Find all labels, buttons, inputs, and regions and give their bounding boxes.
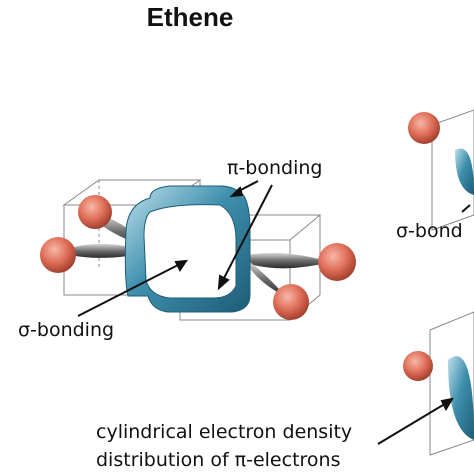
hydrogen-atoms: [40, 195, 356, 320]
sigma-arrow: [77, 263, 181, 317]
sigma-bonding-label: σ-bonding: [18, 319, 115, 341]
pi-arrow-2: [221, 184, 273, 283]
sigma-bond-label: σ-bond: [396, 220, 463, 242]
caption-line-1: cylindrical electron density: [96, 421, 353, 443]
figure-title: Ethene: [146, 2, 234, 32]
annotation-arrows: [77, 180, 455, 445]
bottom-right-cropped-molecule: [403, 311, 474, 456]
figure-caption: cylindrical electron density distributio…: [96, 418, 352, 474]
right-cropped-molecule: [408, 109, 474, 231]
pi-orbital: [124, 185, 251, 313]
caption-line-2: distribution of π-electrons: [96, 449, 341, 471]
caption-arrow: [377, 401, 449, 445]
pi-bonding-label: π-bonding: [227, 157, 323, 179]
